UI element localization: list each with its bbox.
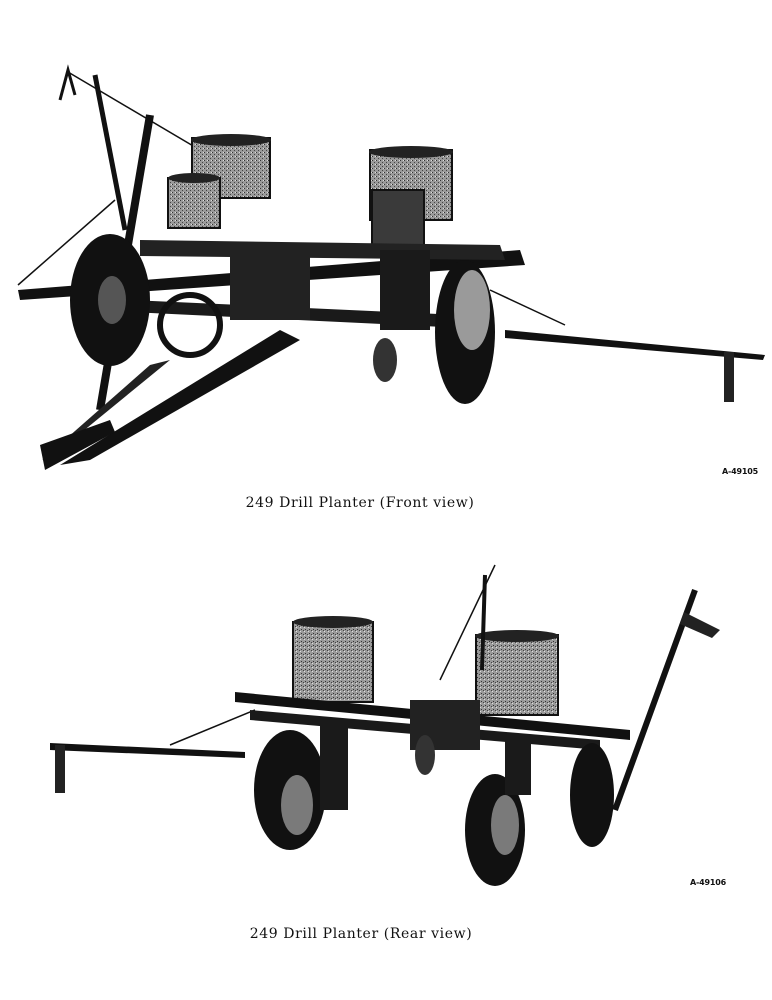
front-view-caption: 249 Drill Planter (Front view) (245, 495, 475, 511)
rear-view-reference-code: A-49106 (690, 878, 726, 887)
front-view-figure (0, 60, 772, 480)
rear-view-caption: 249 Drill Planter (Rear view) (249, 926, 473, 942)
drill-planter-front-view-image (17, 64, 765, 470)
drill-planter-rear-view-image (50, 564, 720, 886)
front-view-reference-code: A-49105 (722, 467, 758, 476)
rear-view-figure (0, 560, 772, 900)
